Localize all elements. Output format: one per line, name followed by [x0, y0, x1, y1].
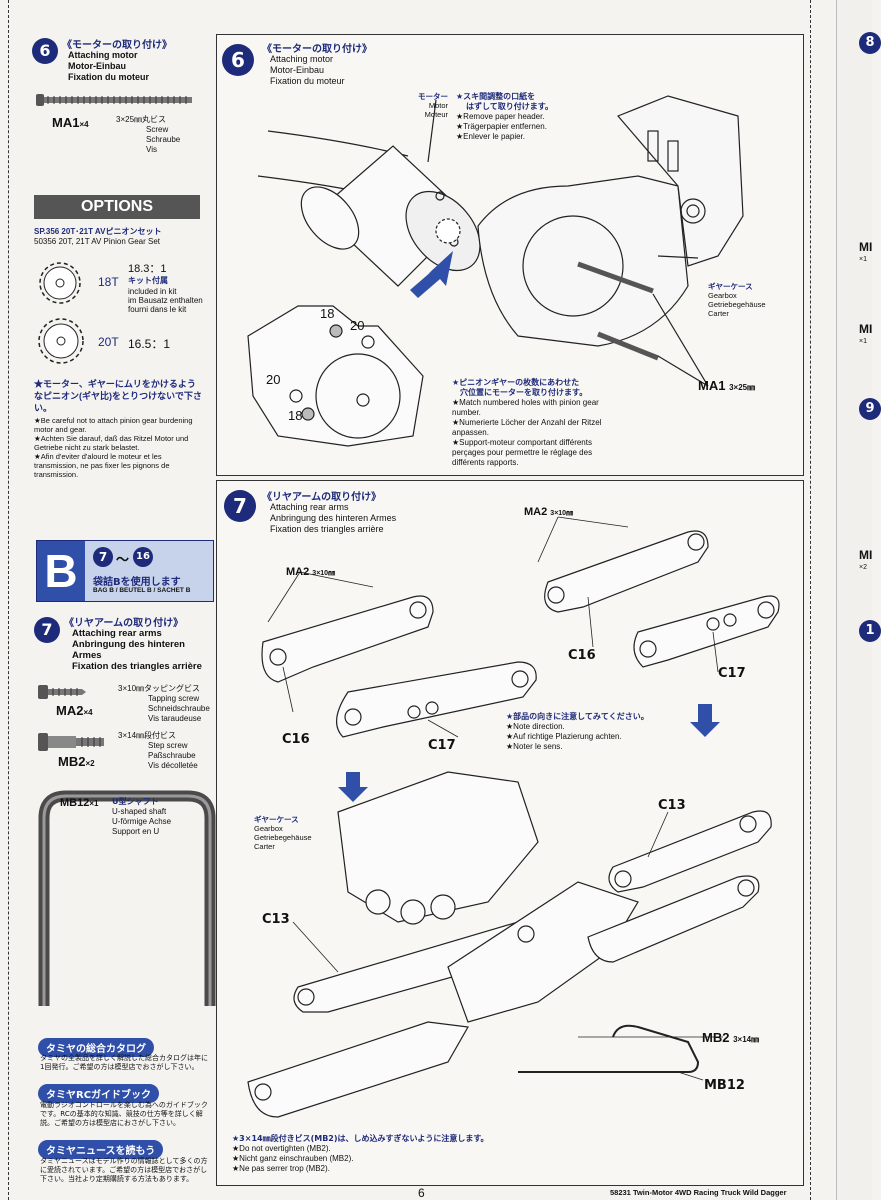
panel6-gearbox-label: ギヤーケース Gearbox Getriebegehäuse Carter [708, 282, 766, 318]
c16-right-label: C16 [568, 648, 596, 663]
rear-arms-diagram [247, 516, 780, 1118]
motor-gearbox-diagram [247, 95, 744, 447]
ma1-code: MA1×4 [52, 115, 89, 130]
panel7-title-jp: 《リヤアームの取り付け》 [262, 492, 382, 503]
motor-label: モーター Motor Moteur [418, 92, 448, 119]
next-mb-c: MI [859, 548, 873, 562]
next-step-10: 1 [859, 620, 881, 642]
gear-20t-label: 20T [98, 335, 119, 349]
options-note-jp: ★モーター、ギヤーにムリをかけるようなピニオン(ギヤ比)をとりつけないで下さい。 [34, 379, 202, 413]
c13-top-label: C13 [658, 798, 686, 813]
ma1-desc: 3×25㎜丸ビス Screw Schraube Vis [116, 115, 181, 154]
panel6-number: 6 [222, 44, 254, 76]
panel7-titles: Attaching rear arms Anbringung des hinte… [270, 502, 397, 534]
hole-18-top: 18 [320, 306, 335, 321]
page-number: 6 [418, 1186, 425, 1200]
step-6-titles: Attaching motor Motor-Einbau Fixation du… [68, 50, 149, 82]
mb12-panel-label: MB12 [704, 1078, 745, 1093]
ma2-left-label: MA2 3×10㎜ [286, 566, 336, 578]
panel7-number: 7 [224, 490, 256, 522]
ma2-screw-icon [38, 685, 86, 699]
options-note-translations: ★Be careful not to attach pinion gear bu… [34, 416, 193, 479]
binding-dash-right [810, 0, 811, 1200]
panel7-gearbox-label: ギヤーケース Gearbox Getriebegehäuse Carter [254, 815, 312, 851]
news-promo-text: タミヤニュースはモデル作りの情報誌として多くの方に愛読されています。ご希望の方は… [40, 1157, 208, 1183]
next-mb-a-qty: ×1 [859, 256, 867, 263]
next-page-edge: 8 MI ×1 MI ×1 9 MI ×2 1 [836, 0, 881, 1200]
bag-b-box: B 7 ～ 16 袋詰Bを使用します BAG B / BEUTEL B / SA… [36, 540, 214, 602]
next-step-9: 9 [859, 398, 881, 420]
pinion-note: ★ピニオンギヤーの枚数にあわせた 穴位置にモーターを取り付けます。 ★Match… [452, 378, 602, 467]
step-7-number: 7 [34, 617, 60, 643]
guidebook-promo-text: 電動ラジオコントロールを楽しむ為へのガイドブックです。RCの基本的な知識、競技の… [40, 1101, 208, 1127]
catalog-promo-title: タミヤの総合カタログ [38, 1038, 154, 1057]
binding-dash-left [8, 0, 9, 1200]
options-header: OPTIONS [34, 195, 200, 219]
ma2-code: MA2×4 [56, 703, 93, 718]
mb12-code: MB12×1 [60, 797, 99, 809]
c13-left-label: C13 [262, 912, 290, 927]
options-lines: SP.356 20T･21T AVピニオンセット 50356 20T, 21T … [34, 227, 162, 246]
ma2-desc: 3×10㎜タッピングビス Tapping screw Schneidschrau… [118, 684, 210, 723]
gear-20t-icon [38, 318, 84, 364]
panel6-ma1-label: MA1 3×25㎜ [698, 378, 756, 393]
step-7-titles: Attaching rear arms Anbringung des hinte… [72, 628, 202, 672]
step-6-title-jp: 《モーターの取り付け》 [62, 40, 172, 51]
next-mb-b-qty: ×1 [859, 338, 867, 345]
gear-18t-label: 18T [98, 275, 119, 289]
mb2-desc: 3×14㎜段付ビス Step screw Paßschraube Vis déc… [118, 731, 198, 770]
u-shaft-icon [38, 790, 216, 1006]
panel6-titles: Attaching motor Motor-Einbau Fixation du… [270, 54, 345, 86]
news-promo-title: タミヤニュースを読もう [38, 1140, 164, 1159]
gear-20t-ratio: 16.5：1 [128, 337, 171, 351]
next-mb-b: MI [859, 322, 873, 336]
c17-left-label: C17 [428, 738, 456, 753]
paper-note: ★スキ間調整の口紙を はずして取り付けます。 ★Remove paper hea… [456, 92, 553, 141]
gear-18t-icon [39, 262, 81, 304]
ma2-right-label: MA2 3×10㎜ [524, 506, 574, 518]
mb2-warning: ★3×14㎜段付きビス(MB2)は、しめ込みすぎないように注意します。 ★Do … [232, 1134, 489, 1173]
bag-en: BAG B / BEUTEL B / SACHET B [93, 587, 191, 594]
bag-jp: 袋詰Bを使用します [93, 577, 181, 588]
bag-from-number: 7 [93, 547, 113, 567]
mb2-code: MB2×2 [58, 754, 95, 769]
panel6-title-jp: 《モーターの取り付け》 [262, 44, 372, 55]
gear-18t-info: 18.3：1 キット付属 included in kit im Bausatz … [128, 263, 203, 314]
mb2-screw-icon [38, 733, 104, 751]
next-step-8: 8 [859, 32, 881, 54]
next-mb-c-qty: ×2 [859, 564, 867, 571]
mb12-desc: U型シャフト U-shaped shaft U-förmige Achse Su… [112, 797, 172, 836]
c16-left-label: C16 [282, 732, 310, 747]
catalog-promo-text: タミヤの全製品を詳しく解説した総合カタログは年に1回発行。ご希望の方は模型店でお… [40, 1054, 208, 1071]
mb2-panel-label: MB2 3×14㎜ [702, 1030, 760, 1045]
hole-20-top: 20 [350, 318, 365, 333]
bag-tilde: ～ [116, 552, 130, 567]
footer-caption: 58231 Twin-Motor 4WD Racing Truck Wild D… [610, 1188, 787, 1197]
c17-right-label: C17 [718, 666, 746, 681]
bag-to-number: 16 [133, 547, 153, 567]
direction-note: ★部品の向きに注意してみてください。 ★Note direction. ★Auf… [506, 712, 649, 751]
next-mb-a: MI [859, 240, 873, 254]
hole-20-bottom: 20 [266, 372, 281, 387]
step-6-number: 6 [32, 38, 58, 64]
bag-letter: B [37, 541, 85, 601]
guidebook-promo-title: タミヤRCガイドブック [38, 1084, 160, 1103]
hole-18-bottom: 18 [288, 408, 303, 423]
step-7-title-jp: 《リヤアームの取り付け》 [64, 618, 184, 629]
ma1-screw-icon [36, 94, 192, 106]
